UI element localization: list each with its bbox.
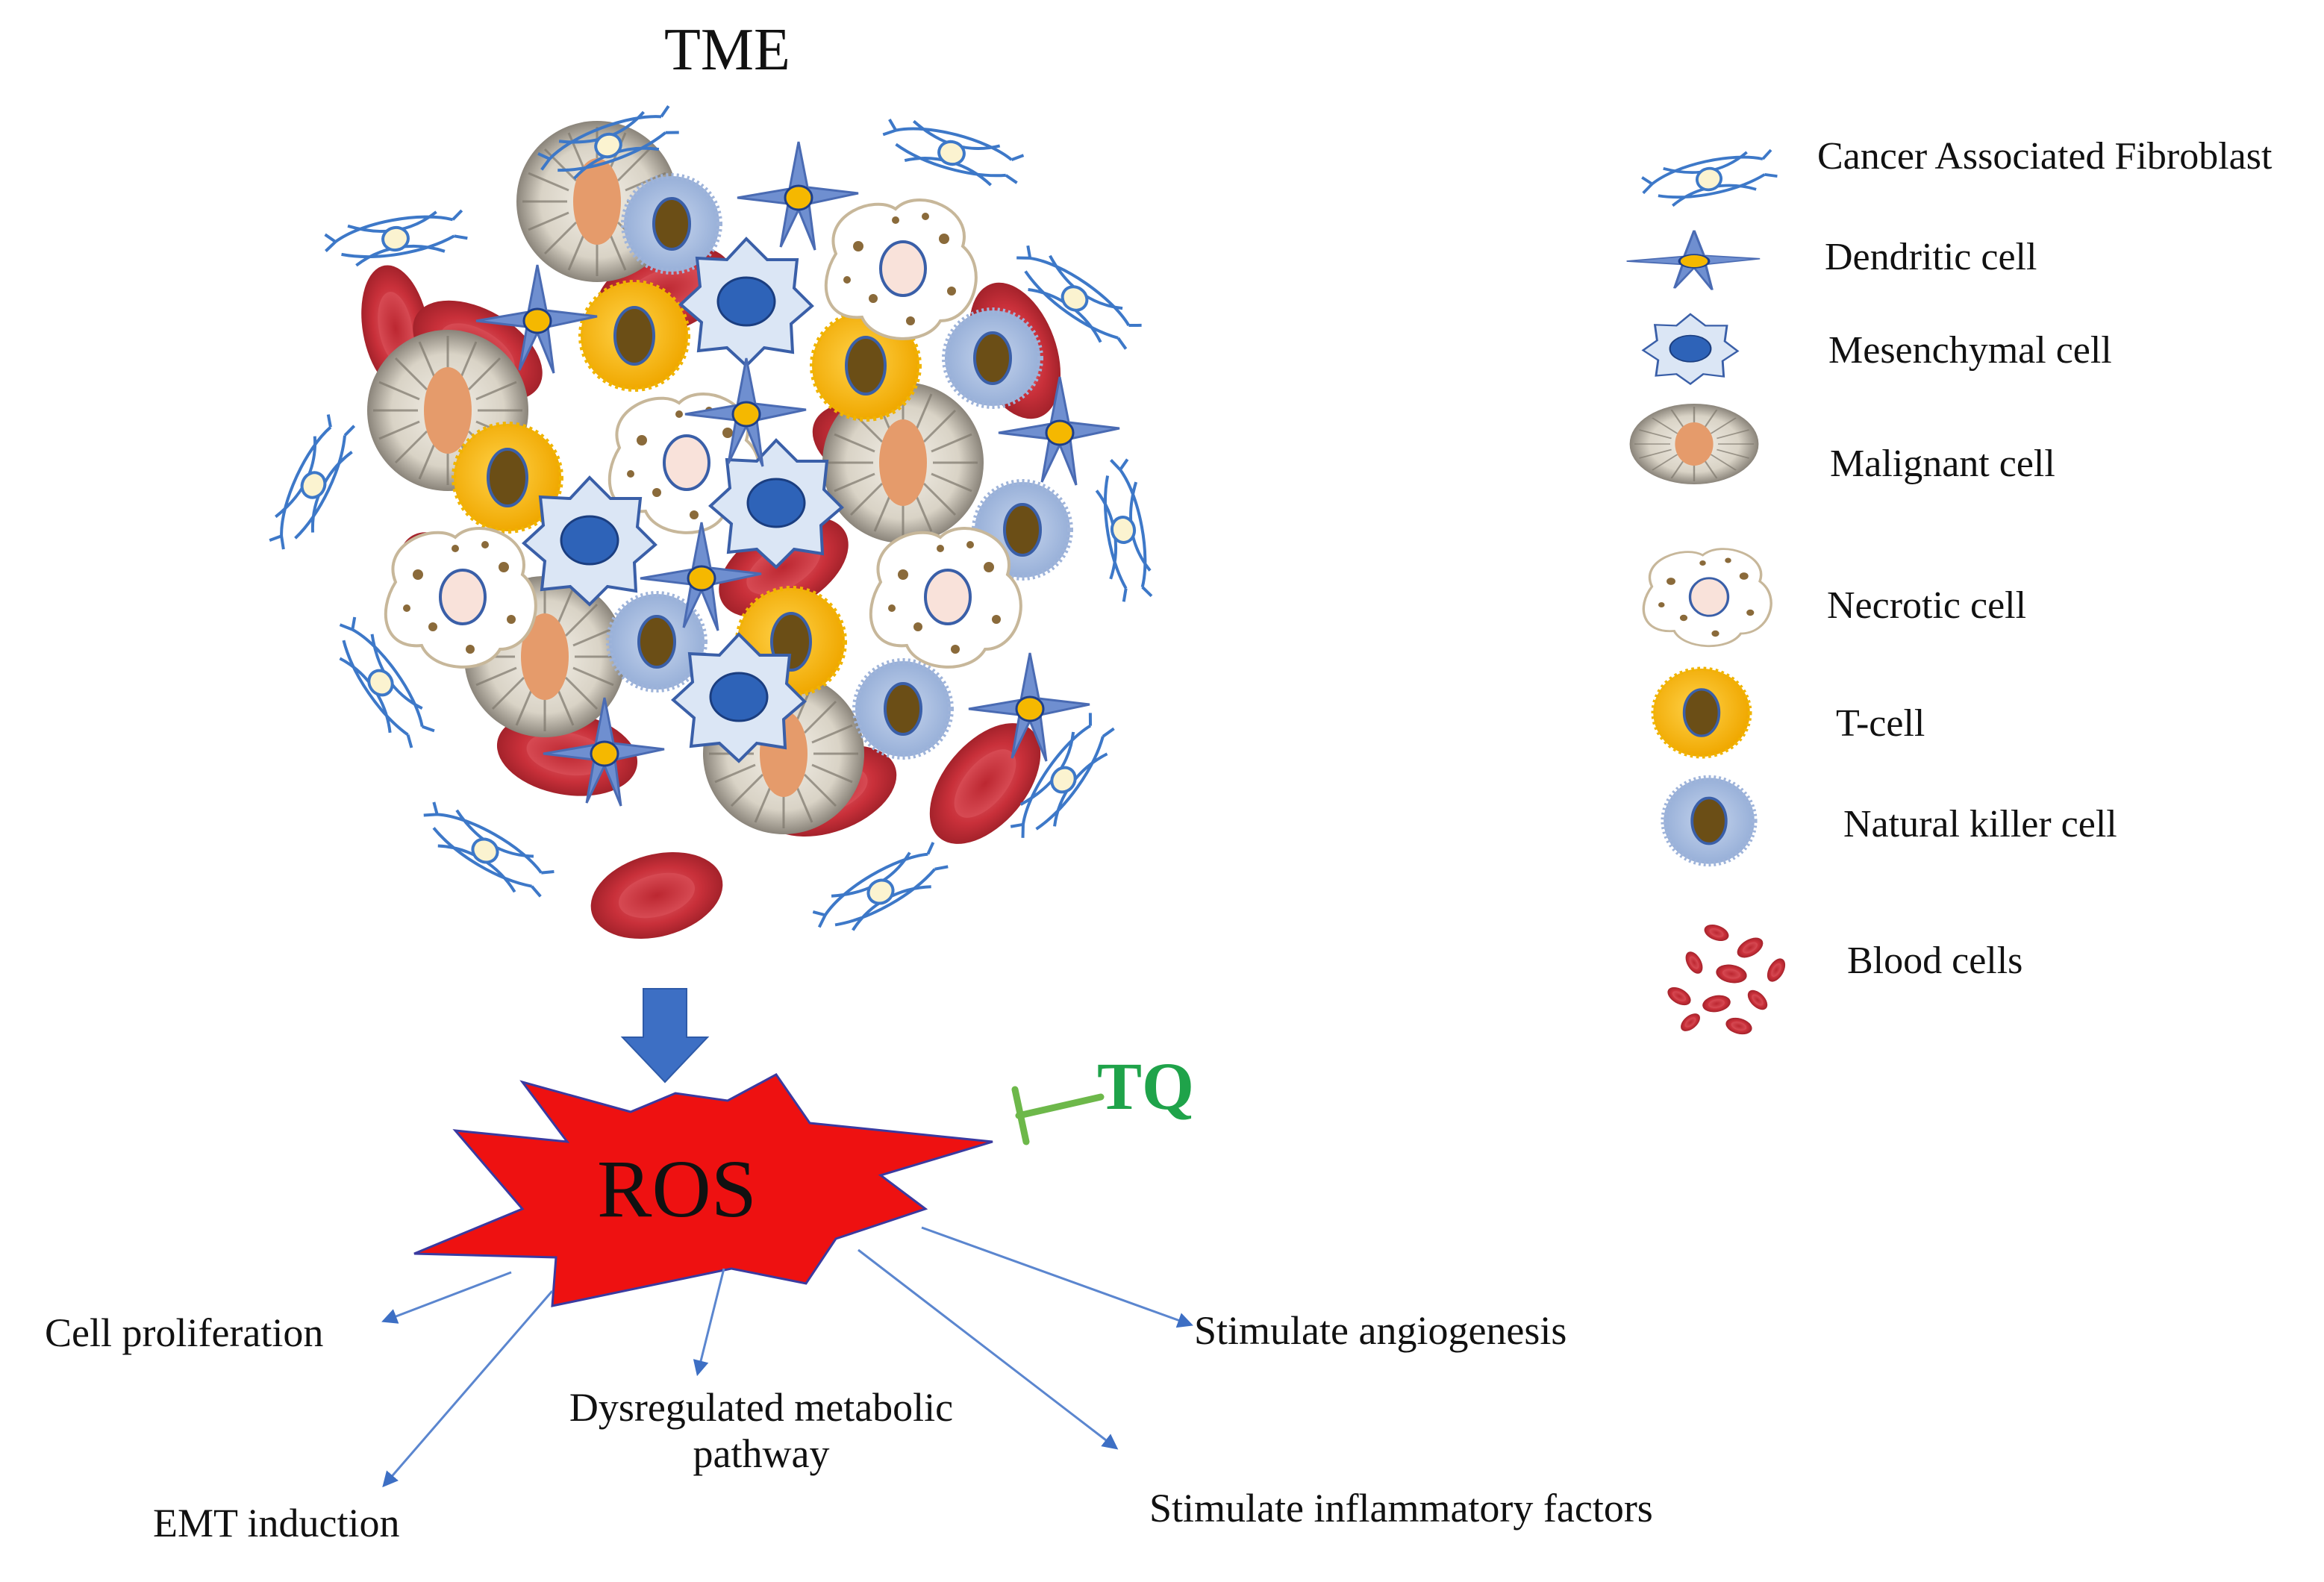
legend-label-fibroblast: Cancer Associated Fibroblast — [1817, 135, 2273, 178]
fibroblast — [411, 795, 559, 906]
fibroblast — [263, 410, 364, 560]
blood-cell — [581, 838, 733, 953]
nk-cell — [945, 310, 1040, 406]
necrotic-cell — [384, 527, 537, 669]
dendritic-cell-icon — [1625, 229, 1761, 292]
effect-cell-proliferation: Cell proliferation — [45, 1310, 324, 1355]
ros-label: ROS — [597, 1143, 757, 1234]
legend-label-t-cell: T-cell — [1836, 702, 1925, 745]
blood-cells-icon — [1664, 921, 1790, 1037]
nk-cell — [855, 661, 951, 757]
tq-label: TQ — [1097, 1050, 1195, 1124]
effect-angiogenesis: Stimulate angiogenesis — [1194, 1308, 1567, 1353]
ros-burst — [413, 1073, 993, 1307]
fibroblast — [1088, 454, 1158, 605]
malignant-cell-icon — [1628, 402, 1760, 486]
fibroblast-icon — [1637, 144, 1781, 214]
tq-inhibition — [1011, 1086, 1105, 1145]
t-cell — [581, 282, 688, 390]
legend-label-malignant: Malignant cell — [1830, 443, 2055, 485]
fibroblast — [320, 204, 471, 274]
effect-dysregulated-line2: pathway — [693, 1431, 830, 1476]
effect-inflammatory: Stimulate inflammatory factors — [1149, 1486, 1653, 1531]
legend-label-blood: Blood cells — [1847, 939, 2023, 982]
legend-label-mesenchymal: Mesenchymal cell — [1828, 329, 2112, 372]
fibroblast — [807, 837, 955, 947]
down-arrow — [620, 988, 710, 1084]
legend-label-nk-cell: Natural killer cell — [1843, 803, 2117, 845]
necrotic-cell — [824, 198, 978, 340]
effect-dysregulated-line1: Dysregulated metabolic — [569, 1385, 954, 1430]
necrotic-cell — [869, 527, 1022, 669]
legend-label-dendritic: Dendritic cell — [1825, 236, 2037, 278]
diagram-title: TME — [664, 17, 790, 83]
t-cell-icon — [1653, 669, 1750, 757]
mesenchymal-cell-icon — [1642, 313, 1739, 385]
effect-arrows — [381, 1226, 1193, 1488]
nk-cell-icon — [1664, 778, 1755, 863]
effect-dysregulated-metabolic: Dysregulated metabolic pathway — [552, 1384, 970, 1477]
tme-cluster — [263, 100, 1158, 953]
legend-label-necrotic: Necrotic cell — [1827, 584, 2027, 627]
legend-icons — [1625, 144, 1790, 1037]
necrotic-cell-icon — [1642, 547, 1772, 648]
fibroblast — [875, 113, 1028, 193]
effect-emt-induction: EMT induction — [153, 1501, 400, 1545]
mesenchymal-cell — [679, 237, 813, 367]
